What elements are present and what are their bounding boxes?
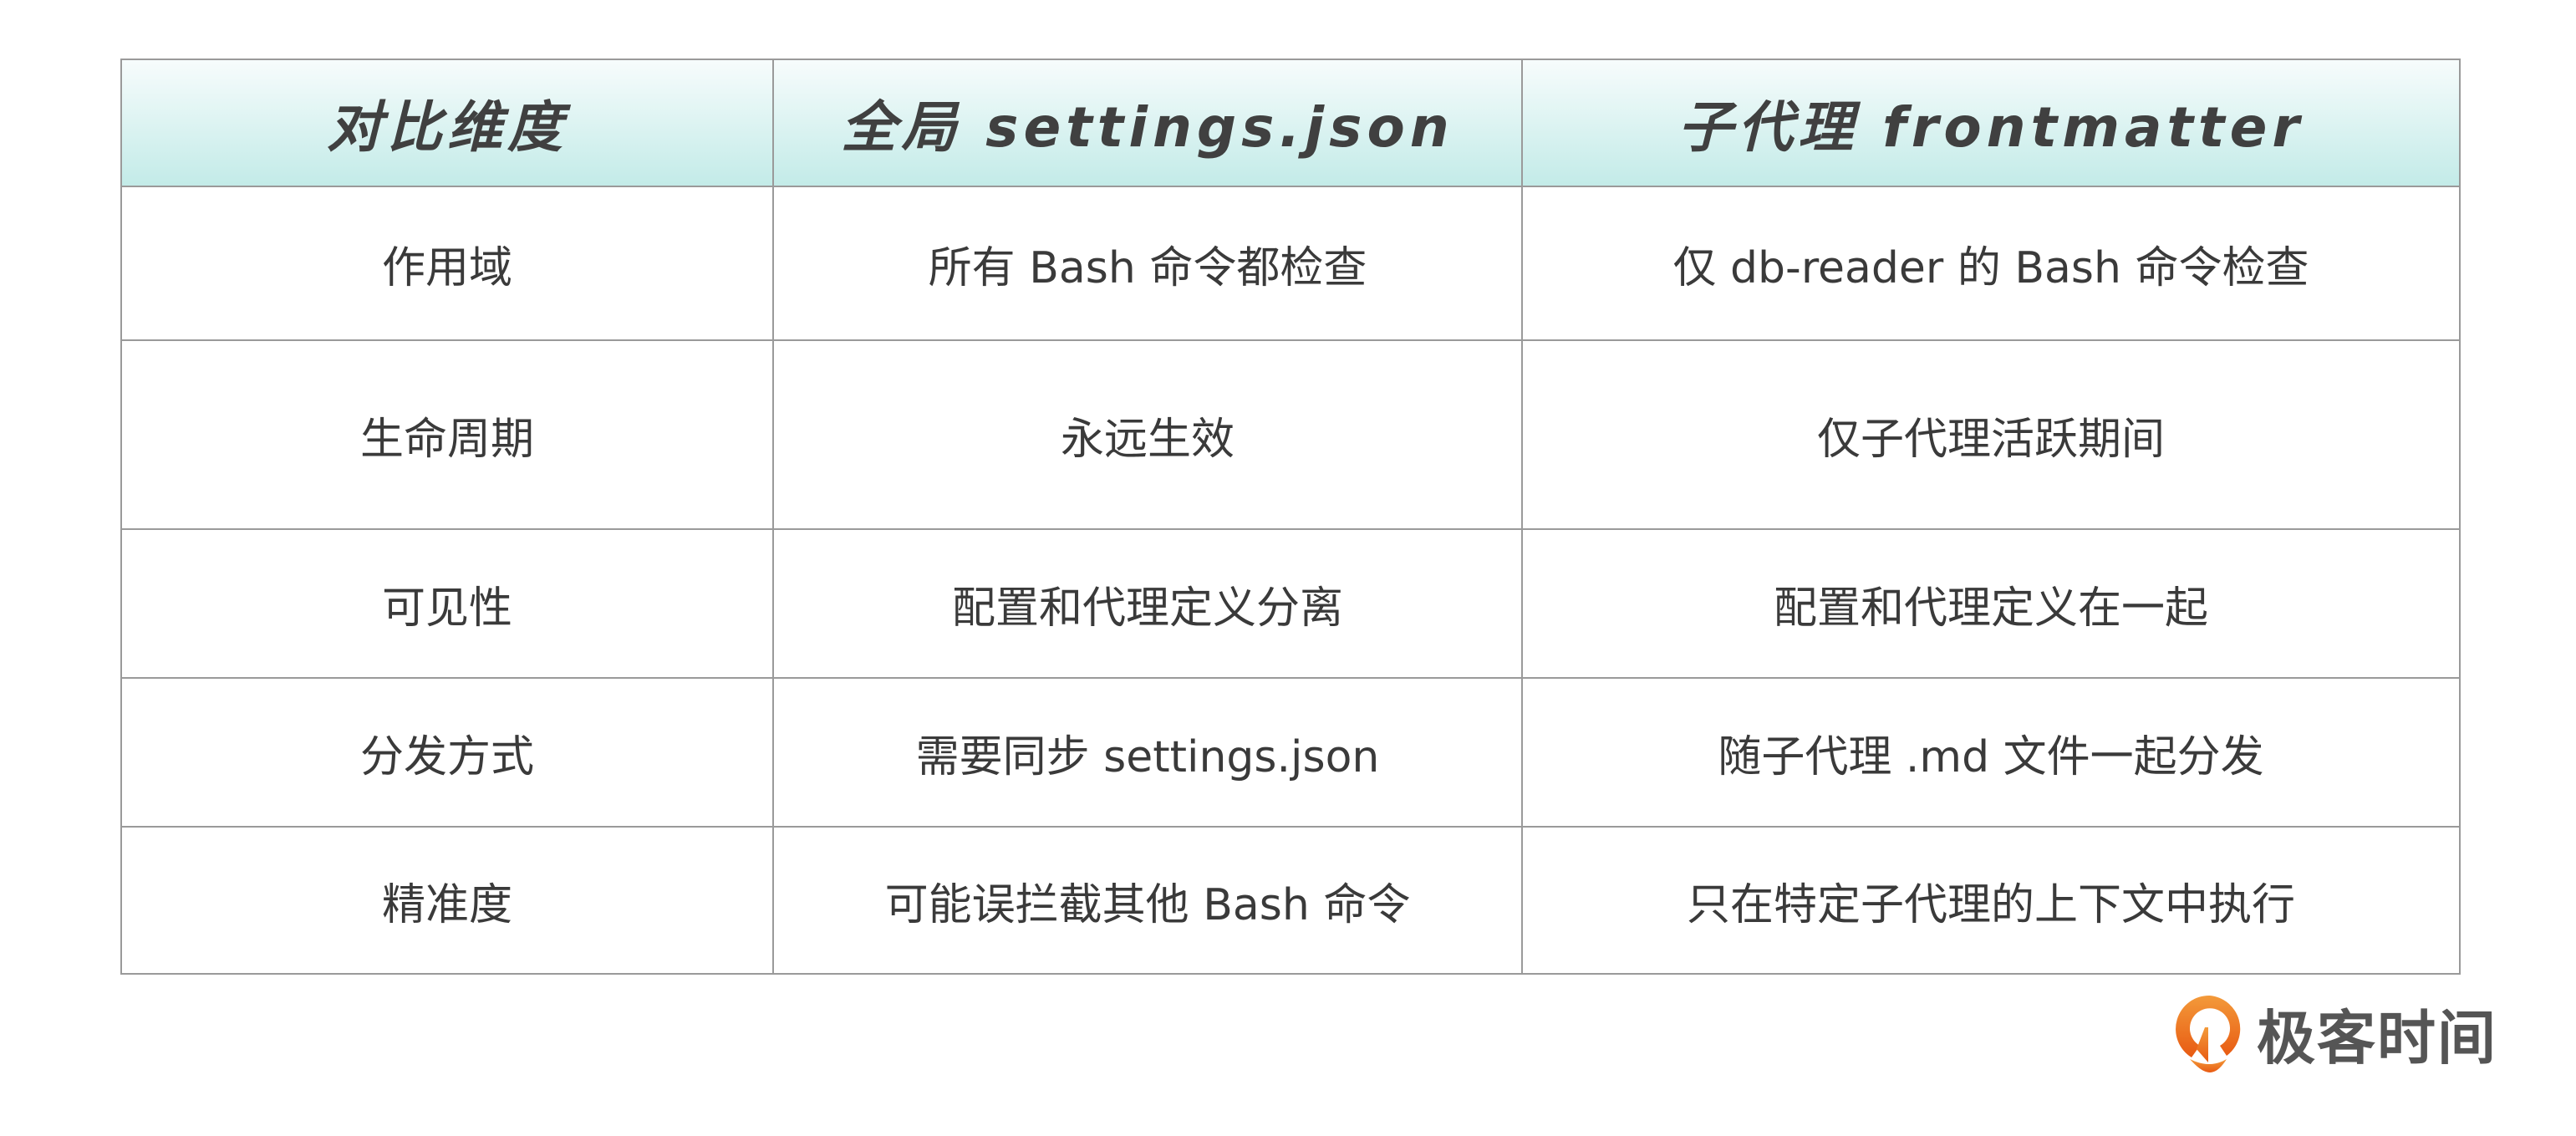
logo-text: 极客时间 [2257, 1004, 2497, 1072]
table-cell: 只在特定子代理的上下文中执行 [1521, 826, 2461, 975]
table-row: 作用域 所有 Bash 命令都检查 仅 db-reader 的 Bash 命令检… [120, 186, 2461, 341]
header-cell: 对比维度 [120, 59, 774, 187]
table-cell: 配置和代理定义分离 [772, 528, 1523, 679]
table-cell: 可见性 [120, 528, 774, 679]
table-cell: 可能误拦截其他 Bash 命令 [772, 826, 1523, 975]
header-row: 对比维度 全局 settings.json 子代理 frontmatter [120, 59, 2461, 187]
geektime-logo-icon [2176, 995, 2241, 1072]
table-row: 精准度 可能误拦截其他 Bash 命令 只在特定子代理的上下文中执行 [120, 826, 2461, 975]
table-cell: 配置和代理定义在一起 [1521, 528, 2461, 679]
comparison-table: 对比维度 全局 settings.json 子代理 frontmatter 作用… [120, 59, 2461, 975]
table-cell: 分发方式 [120, 677, 774, 828]
table-cell: 精准度 [120, 826, 774, 975]
table-row: 分发方式 需要同步 settings.json 随子代理 .md 文件一起分发 [120, 677, 2461, 828]
geektime-logo: 极客时间 [2175, 991, 2497, 1076]
table-cell: 作用域 [120, 186, 774, 341]
table-cell: 随子代理 .md 文件一起分发 [1521, 677, 2461, 828]
table-cell: 需要同步 settings.json [772, 677, 1523, 828]
table-cell: 生命周期 [120, 339, 774, 530]
table-cell: 永远生效 [772, 339, 1523, 530]
table-cell: 仅子代理活跃期间 [1521, 339, 2461, 530]
table-row: 生命周期 永远生效 仅子代理活跃期间 [120, 339, 2461, 530]
table-cell: 所有 Bash 命令都检查 [772, 186, 1523, 341]
header-cell: 子代理 frontmatter [1521, 59, 2461, 187]
header-cell: 全局 settings.json [772, 59, 1523, 187]
table-cell: 仅 db-reader 的 Bash 命令检查 [1521, 186, 2461, 341]
table-row: 可见性 配置和代理定义分离 配置和代理定义在一起 [120, 528, 2461, 679]
